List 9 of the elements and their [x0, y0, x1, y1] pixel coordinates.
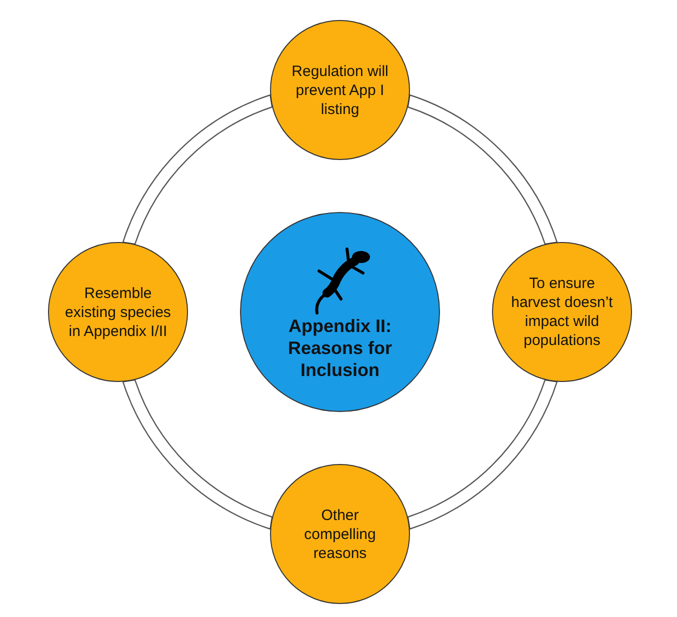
- topic-text: To ensure harvest doesn’t impact wild populations: [510, 274, 614, 350]
- ring-arc: [122, 379, 273, 530]
- topic-text: Other compelling reasons: [303, 506, 377, 562]
- ring-arc: [407, 94, 558, 245]
- title-text: Appendix II: Reasons for Inclusion: [286, 315, 394, 381]
- ring-arc: [407, 379, 558, 530]
- topic-text: Regulation will prevent App I listing: [290, 62, 390, 118]
- ring-arc: [122, 94, 273, 245]
- topic-text: Resemble existing species in Appendix I/II: [64, 284, 172, 340]
